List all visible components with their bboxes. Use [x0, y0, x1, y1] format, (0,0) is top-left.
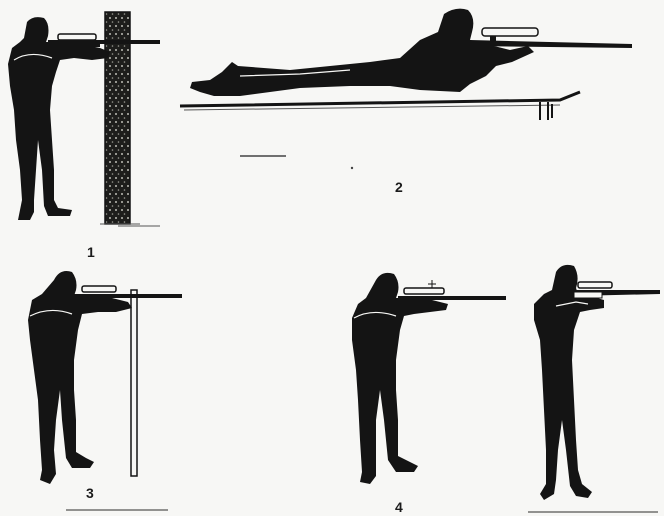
rifle-2 [470, 28, 632, 48]
figure-3-standing-stick-support [28, 271, 182, 510]
rifle-3 [74, 286, 182, 298]
speck [351, 167, 353, 169]
shooter-3 [28, 271, 132, 484]
figure-1-standing-tree-support [8, 12, 160, 226]
figure-label-2: 2 [395, 180, 403, 194]
shooter-4a [352, 273, 448, 484]
figure-label-3: 3 [86, 486, 94, 500]
figure-label-4: 4 [395, 500, 403, 514]
rifle-4a [398, 280, 506, 300]
figure-label-1: 1 [87, 245, 95, 259]
figure-4-freestanding [352, 265, 660, 512]
rifle-4b [574, 282, 660, 298]
shooter-1 [8, 17, 110, 220]
shooter-4b [534, 265, 604, 500]
support-stick [131, 290, 137, 476]
figure-2-prone-on-table [180, 9, 632, 170]
shooter-2 [190, 9, 534, 96]
ground-tufts [100, 224, 160, 226]
rifle-1 [48, 34, 160, 47]
